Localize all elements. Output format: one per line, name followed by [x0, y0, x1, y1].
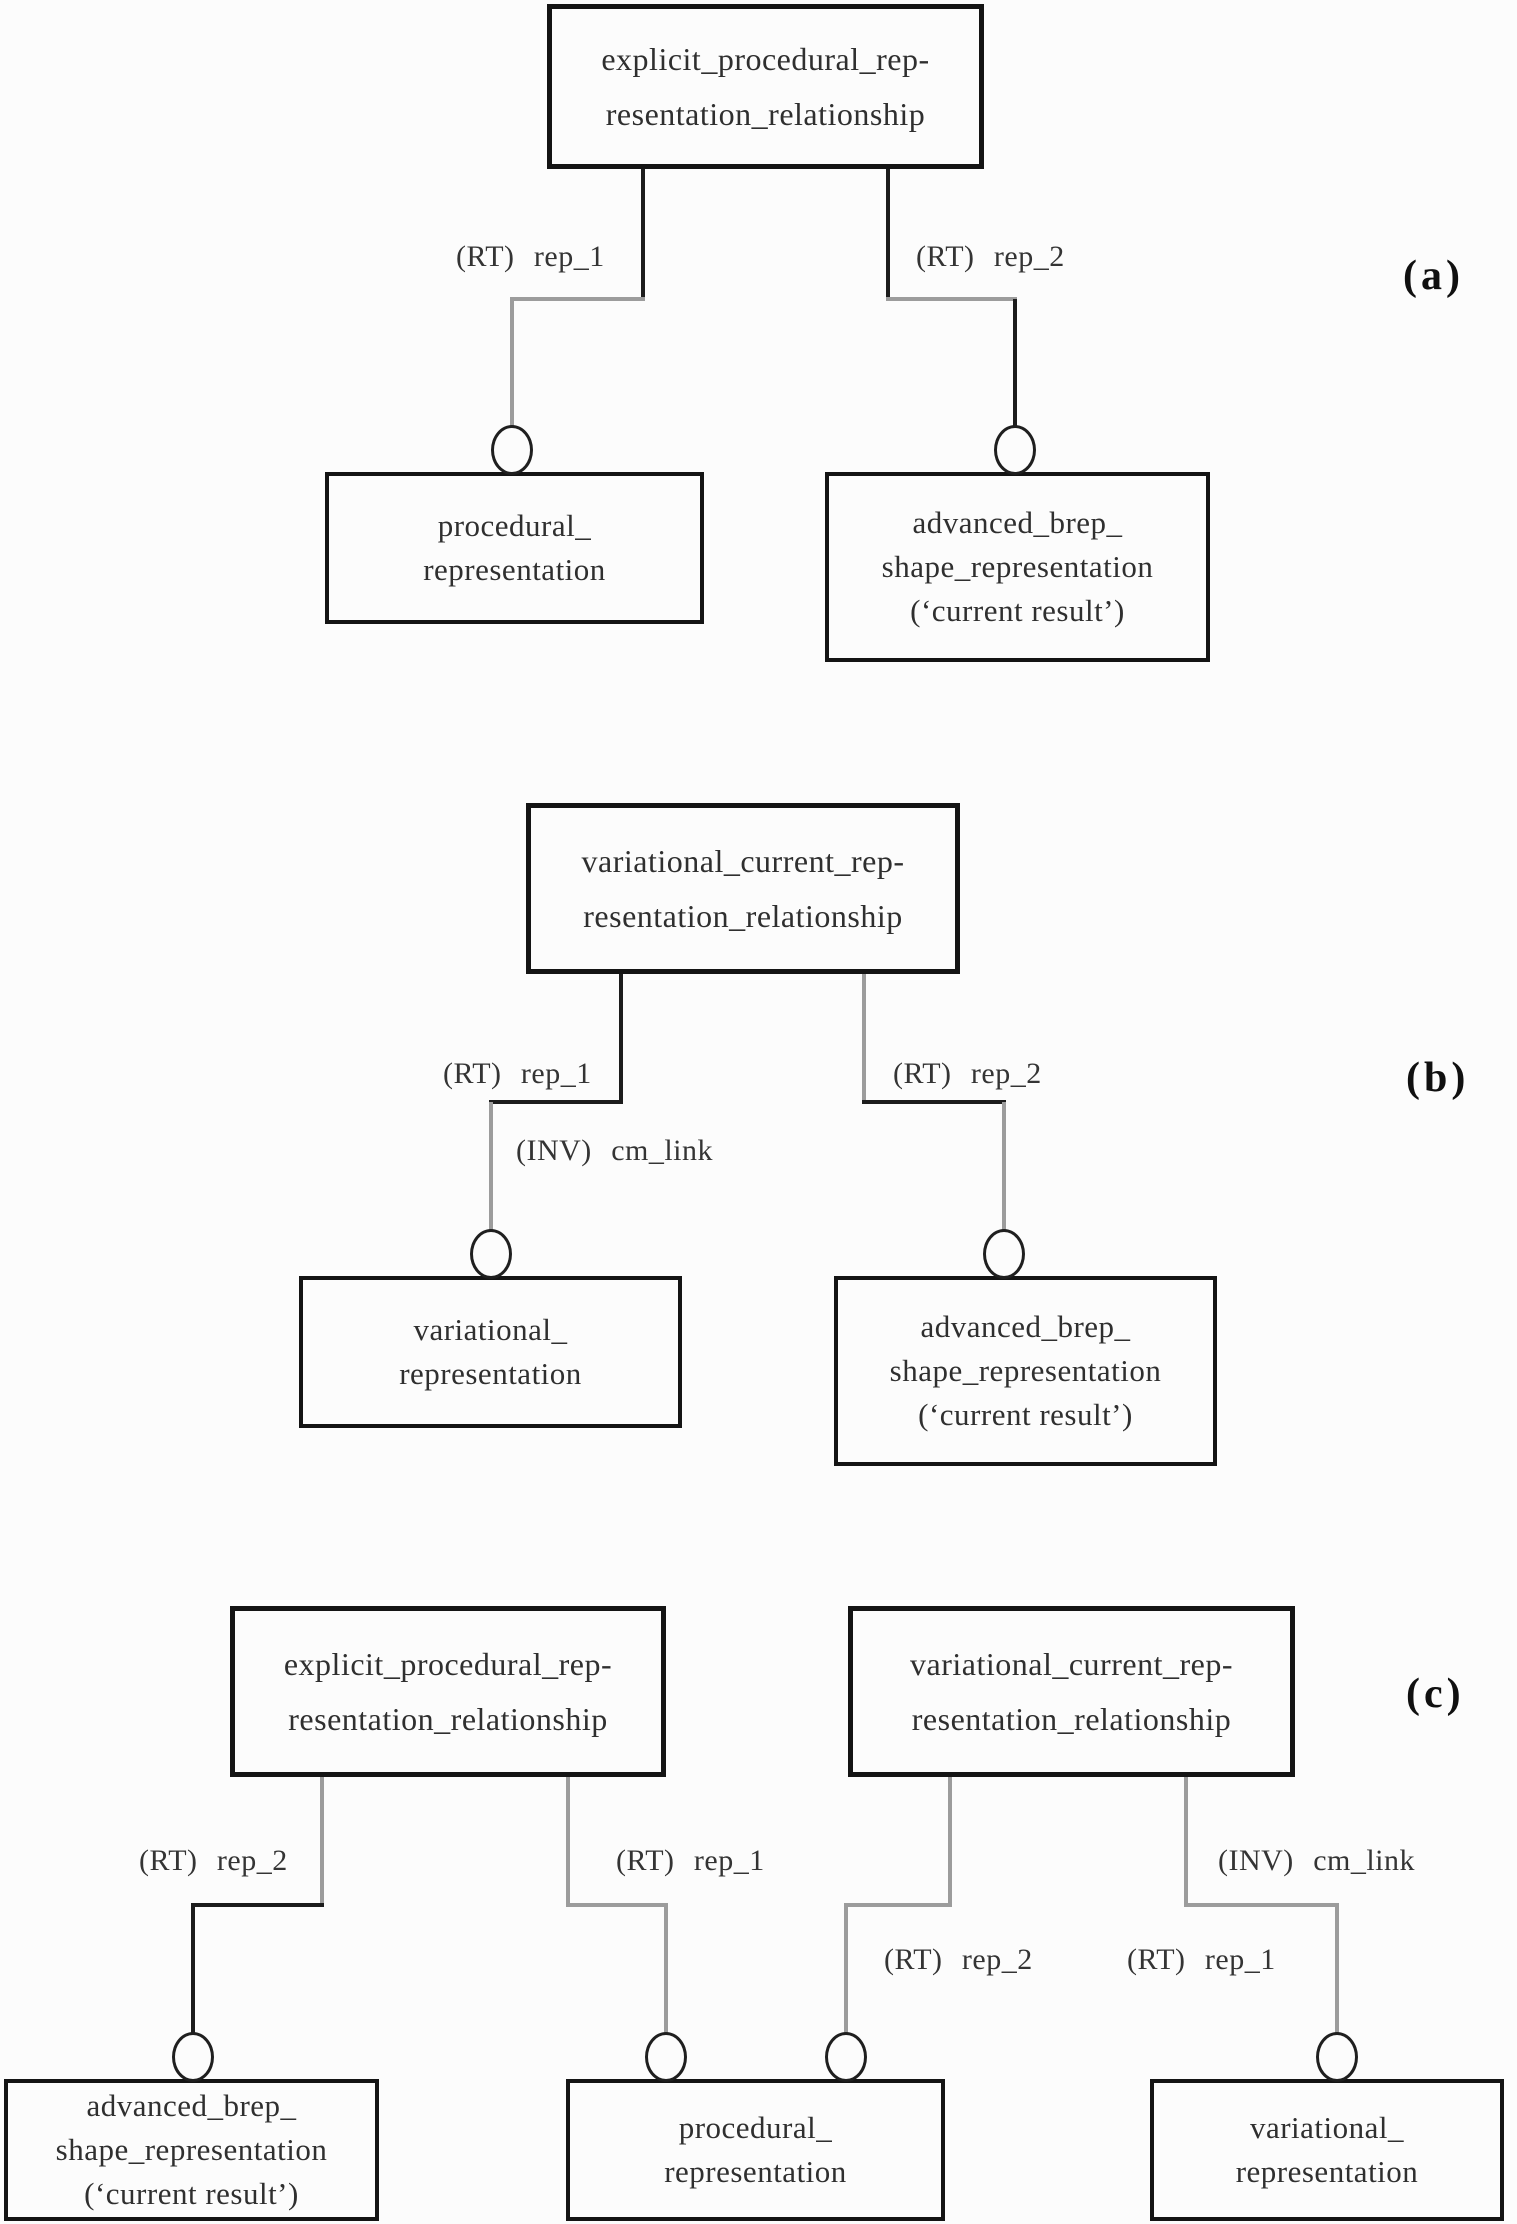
box-text-line: resentation_relationship — [911, 1700, 1232, 1737]
box-text-line: advanced_brep_ — [920, 1309, 1131, 1344]
connector-line — [886, 297, 1017, 301]
entity-box-variational-current-relationship-b: variational_current_rep- resentation_rel… — [526, 803, 960, 974]
attribute-label-rep2-a: (RT) rep_2 — [916, 240, 1065, 273]
box-text-line: shape_representation — [881, 549, 1154, 584]
box-text-line: variational_current_rep- — [581, 842, 905, 879]
entity-box-advanced-brep-c: advanced_brep_ shape_representation (‘cu… — [4, 2079, 379, 2221]
box-text-line: representation — [1235, 2154, 1419, 2189]
aggregation-circle — [645, 2032, 687, 2082]
aggregation-circle — [172, 2032, 214, 2082]
connector-line — [1184, 1777, 1188, 1907]
box-text-line: variational_current_rep- — [910, 1645, 1233, 1682]
entity-box-variational-representation-b: variational_ representation — [299, 1276, 682, 1428]
entity-box-advanced-brep-b: advanced_brep_ shape_representation (‘cu… — [834, 1276, 1217, 1466]
connector-line — [1013, 299, 1017, 430]
box-text-line: explicit_procedural_rep- — [283, 1645, 613, 1682]
box-text-line: shape_representation — [55, 2132, 328, 2167]
connector-line — [844, 1903, 952, 1907]
connector-line — [844, 1905, 848, 2035]
entity-box-explicit-procedural-relationship-c: explicit_procedural_rep- resentation_rel… — [230, 1606, 666, 1777]
connector-line — [510, 299, 514, 430]
panel-tag-a: (a) — [1403, 253, 1464, 299]
box-text-line: representation — [664, 2154, 847, 2189]
entity-box-advanced-brep-a: advanced_brep_ shape_representation (‘cu… — [825, 472, 1210, 662]
connector-line — [862, 1100, 1006, 1104]
attribute-label-rep1-a: (RT) rep_1 — [456, 240, 605, 273]
entity-box-variational-representation-c: variational_ representation — [1150, 2079, 1504, 2221]
box-text-line: (‘current result’) — [910, 593, 1125, 628]
aggregation-circle — [983, 1229, 1025, 1279]
box-text-line: resentation_relationship — [583, 897, 903, 934]
box-text-line: explicit_procedural_rep- — [601, 40, 930, 77]
connector-line — [320, 1777, 324, 1907]
box-text-line: shape_representation — [889, 1353, 1162, 1388]
connector-line — [1335, 1905, 1339, 2035]
panel-tag-c: (c) — [1406, 1671, 1465, 1717]
box-text-line: resentation_relationship — [605, 95, 926, 132]
connector-line — [641, 169, 645, 301]
attribute-label-rep2-b: (RT) rep_2 — [893, 1057, 1042, 1090]
attribute-label-rep2-explicit-c: (RT) rep_2 — [139, 1844, 288, 1877]
entity-box-procedural-representation-c: procedural_ representation — [566, 2079, 945, 2221]
connector-line — [191, 1905, 195, 2035]
box-text-line: variational_ — [1249, 2110, 1405, 2145]
aggregation-circle — [470, 1229, 512, 1279]
box-text-line: procedural_ — [678, 2110, 833, 2145]
connector-line — [566, 1777, 570, 1907]
aggregation-circle — [1316, 2032, 1358, 2082]
attribute-label-rep1-variational-c: (RT) rep_1 — [1127, 1943, 1276, 1976]
box-text-line: variational_ — [413, 1312, 568, 1347]
aggregation-circle — [491, 425, 533, 475]
attribute-label-rep1-b: (RT) rep_1 — [443, 1057, 592, 1090]
connector-line — [566, 1903, 668, 1907]
attribute-label-rep1-explicit-c: (RT) rep_1 — [616, 1844, 765, 1877]
connector-line — [489, 1102, 493, 1232]
connector-line — [191, 1903, 324, 1907]
box-text-line: representation — [423, 552, 606, 587]
attribute-label-inv-cmlink-b: (INV) cm_link — [516, 1134, 714, 1167]
box-text-line: (‘current result’) — [918, 1397, 1133, 1432]
entity-box-procedural-representation-a: procedural_ representation — [325, 472, 704, 624]
connector-line — [664, 1905, 668, 2035]
box-text-line: resentation_relationship — [288, 1700, 608, 1737]
connector-line — [948, 1777, 952, 1907]
box-text-line: advanced_brep_ — [912, 505, 1123, 540]
connector-line — [1184, 1903, 1339, 1907]
aggregation-circle — [825, 2032, 867, 2082]
box-text-line: advanced_brep_ — [86, 2088, 297, 2123]
entity-box-explicit-procedural-relationship-a: explicit_procedural_rep- resentation_rel… — [547, 4, 984, 169]
connector-line — [862, 974, 866, 1104]
attribute-label-inv-cmlink-c: (INV) cm_link — [1218, 1844, 1416, 1877]
attribute-label-rep2-variational-c: (RT) rep_2 — [884, 1943, 1033, 1976]
connector-line — [510, 297, 645, 301]
aggregation-circle — [994, 425, 1036, 475]
connector-line — [619, 974, 623, 1104]
entity-box-variational-current-relationship-c: variational_current_rep- resentation_rel… — [848, 1606, 1295, 1777]
connector-line — [886, 169, 890, 301]
panel-tag-b: (b) — [1406, 1055, 1470, 1101]
box-text-line: (‘current result’) — [84, 2176, 299, 2211]
box-text-line: representation — [399, 1356, 582, 1391]
connector-line — [489, 1100, 623, 1104]
box-text-line: procedural_ — [437, 508, 592, 543]
connector-line — [1002, 1102, 1006, 1232]
